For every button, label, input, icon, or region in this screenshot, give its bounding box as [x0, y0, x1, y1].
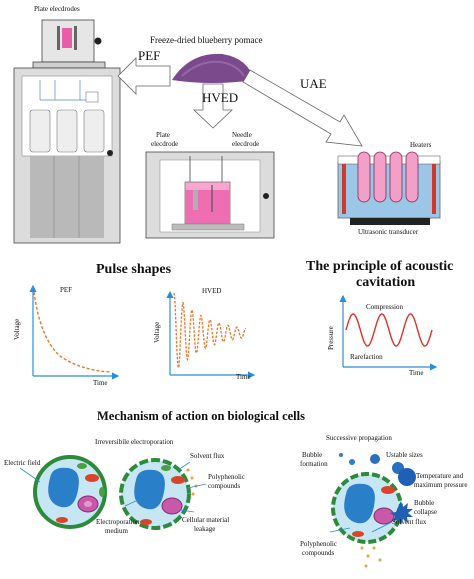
polyphenolic-left-label-1: Polyphenolic	[208, 473, 245, 481]
solvent-flux-left-label: Solvent flux	[190, 452, 225, 460]
cellular-leakage-label-2: leakage	[194, 525, 216, 533]
successive-propagation-label: Successive propagation	[326, 434, 392, 442]
cavitation-title-2: cavitation	[356, 275, 416, 290]
cellular-leakage-label-1: Cellular material	[182, 516, 230, 524]
arrow-pef	[117, 57, 171, 95]
bubble-formation-label-1: Bubble	[302, 451, 323, 459]
hved-apparatus	[145, 151, 275, 239]
cavitation-chart	[339, 294, 438, 371]
pulse-shapes-title: Pulse shapes	[96, 262, 172, 277]
pef-ylabel: Voltage	[13, 318, 21, 340]
bubble-formation-label-2: formation	[300, 460, 328, 468]
hved-chart-label: HVED	[202, 287, 222, 295]
leader-lines	[19, 461, 393, 533]
cavitation-bubbles	[339, 453, 416, 525]
hved-chart	[166, 290, 256, 379]
ultrasonic-transducer-label: Ultrasonic transducer	[358, 228, 419, 236]
needle-electrode-label-1: Needle	[232, 131, 252, 139]
polyphenolic-right-label-1: Polyphenolic	[300, 540, 337, 548]
knob-icon	[94, 37, 102, 45]
electroporation-medium-label-2: medium	[105, 527, 128, 535]
freeze-dried-label: Freeze-dried blueberry pomace	[150, 35, 263, 45]
polyphenolic-left-label-2: compounds	[208, 482, 241, 490]
cavitation-ylabel: Pressure	[327, 326, 335, 350]
pef-chart	[29, 284, 120, 380]
cell-right	[331, 472, 403, 568]
arrow-hved	[192, 83, 234, 129]
hved-label: HVED	[202, 90, 239, 105]
uae-label: UAE	[300, 76, 327, 91]
mechanism-title: Mechanism of action on biological cells	[97, 409, 305, 423]
unstable-sizes-label: Ustable sizes	[386, 451, 423, 459]
heaters-label: Heaters	[410, 141, 432, 149]
cavitation-title-1: The principle of acoustic	[306, 259, 454, 274]
compression-label: Compression	[366, 303, 403, 311]
cell-left	[33, 455, 107, 529]
pef-xlabel: Time	[93, 379, 108, 387]
uae-apparatus	[337, 151, 441, 225]
electroporation-medium-label-1: Electroporation	[96, 518, 140, 526]
blueberry-pomace	[172, 53, 254, 83]
solvent-flux-right-label: Solvent flux	[392, 518, 427, 526]
irreversible-label: Irreversibile electroporation	[95, 438, 174, 446]
hved-ylabel: Voltage	[153, 321, 161, 343]
needle-electrode-label-2: elecdrode	[232, 140, 260, 148]
pef-apparatus	[13, 19, 121, 244]
polyphenolic-right-label-2: compounds	[302, 549, 335, 557]
plate-electrode-label-1: Plate	[156, 131, 170, 139]
cell-middle	[119, 458, 198, 530]
pef-label: PEF	[138, 48, 161, 63]
hved-xlabel: Time	[236, 373, 251, 381]
cavitation-xlabel: Time	[409, 369, 424, 377]
pef-chart-label: PEF	[60, 286, 73, 294]
bubble-collapse-label-2: collapse	[414, 508, 437, 516]
rarefaction-label: Rarefaction	[350, 353, 383, 361]
temperature-pressure-label-2: maximum pressure	[414, 481, 468, 489]
plate-electrodes-label: Plate elecdrodes	[34, 5, 80, 13]
plate-electrode-label-2: elecdrode	[151, 140, 179, 148]
electric-field-label: Electric field	[4, 459, 41, 467]
temperature-pressure-label-1: Temperature and	[416, 472, 464, 480]
bubble-collapse-label-1: Bubble	[414, 499, 435, 507]
arrow-uae	[242, 69, 363, 147]
